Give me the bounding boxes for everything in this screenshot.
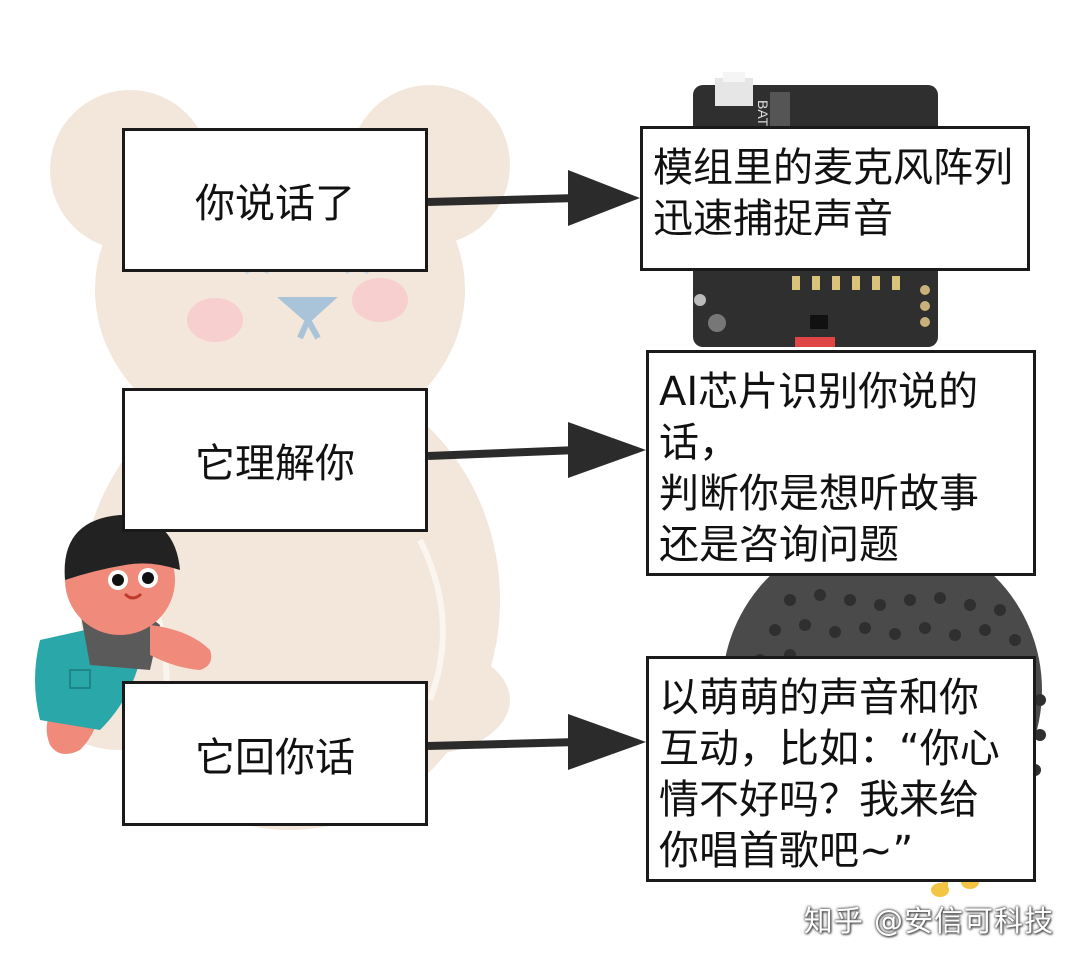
bear-cheek-left bbox=[187, 298, 243, 342]
watermark: 知乎 @安信可科技 bbox=[803, 904, 1054, 938]
step-1-trigger-box: 你说话了 bbox=[122, 128, 428, 272]
step-1-response-box: 模组里的麦克风阵列 迅速捕捉声音 bbox=[640, 126, 1030, 271]
pcb-label: BAT bbox=[755, 100, 771, 127]
step-3-trigger-text: 它回你话 bbox=[195, 734, 355, 781]
step-1-trigger-text: 你说话了 bbox=[195, 181, 355, 227]
step-2-response-box: AI芯片识别你说的话， 判断你是想听故事 还是咨询问题 bbox=[646, 350, 1036, 576]
arrow-step-1 bbox=[428, 170, 640, 226]
arrow-step-2 bbox=[428, 422, 646, 478]
arrow-step-3 bbox=[428, 714, 646, 770]
step-2-trigger-text: 它理解你 bbox=[195, 441, 355, 487]
step-3-trigger-box: 它回你话 bbox=[122, 681, 428, 826]
step-2-trigger-box: 它理解你 bbox=[122, 388, 428, 532]
bear-nose bbox=[276, 297, 338, 340]
step-3-response-box: 以萌萌的声音和你 互动，比如：“你心 情不好吗？我来给 你唱首歌吧~” bbox=[646, 656, 1036, 882]
bear-cheek-right bbox=[352, 278, 408, 322]
